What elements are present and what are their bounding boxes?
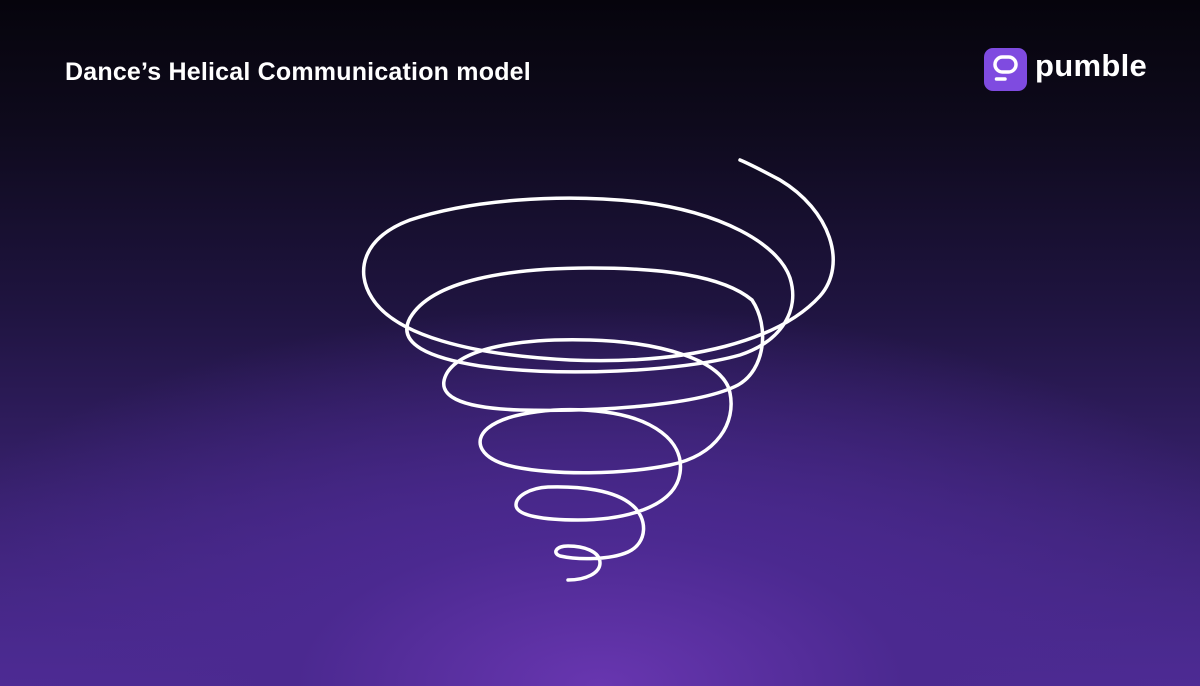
helix-spiral-line xyxy=(362,158,835,582)
page-title: Dance’s Helical Communication model xyxy=(65,58,531,86)
brand-name: pumble xyxy=(1035,48,1148,83)
brand-logo[interactable]: pumble xyxy=(984,47,1147,91)
pumble-logo-icon xyxy=(984,47,1027,91)
